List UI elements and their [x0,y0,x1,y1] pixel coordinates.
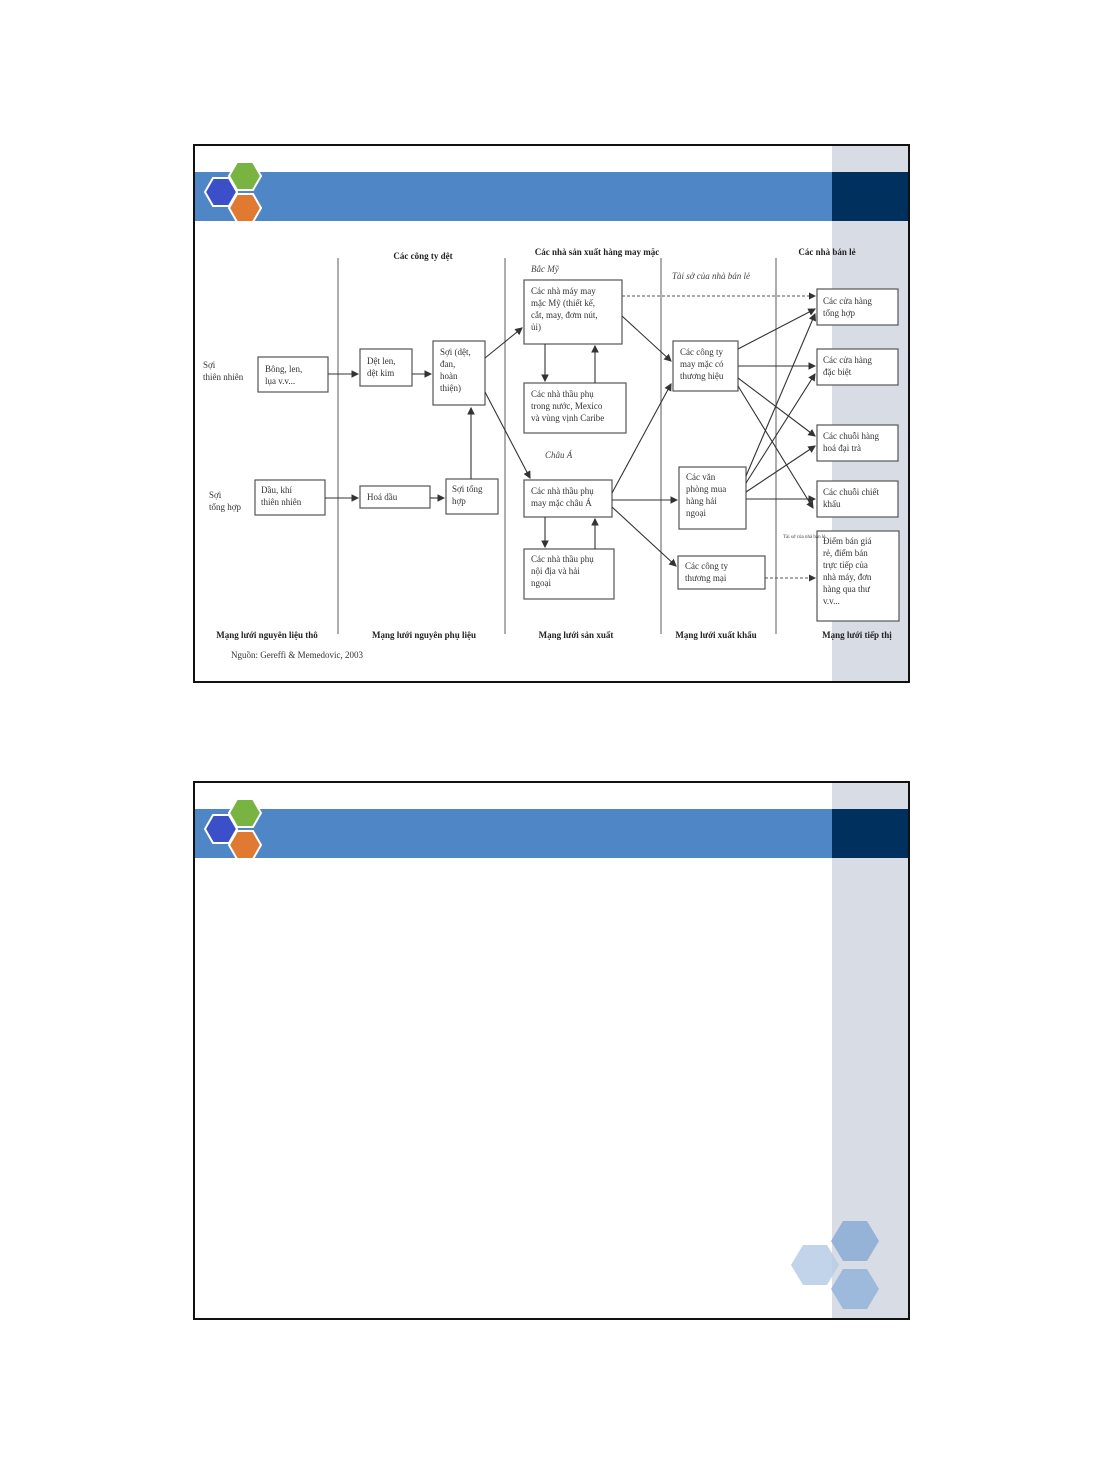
header-garment: Các nhà sản xuất hàng may mặc [535,247,660,257]
hexagon-logo-icon [203,161,263,223]
text-line: thương mại [685,573,727,583]
box-synthetic-yarn: Sợi tổng hợp [445,478,499,515]
text-line: khấu [823,499,841,509]
text-line: nhà máy, đơn [823,572,872,582]
text-line: Dệt len, [367,356,396,366]
arrows [325,292,817,582]
slide-blank [193,781,910,1320]
header-retail: Các nhà bán lẻ [798,247,855,257]
subheader-asia: Châu Á [545,450,573,460]
decorative-hexagons-icon [791,1221,879,1309]
text-line: đan, [440,359,455,369]
footer-components: Mạng lưới nguyên phụ liệu [372,630,476,640]
footer-production: Mạng lưới sản xuất [539,630,614,640]
box-us-factories: Các nhà máy may mặc Mỹ (thiết kế, cắt, m… [523,279,623,345]
text-line: hàng qua thư [823,584,871,594]
annotation-retail-small: Tài sở của nhà bán lẻ [783,535,826,540]
value-chain-diagram: Các công ty dệt Các nhà sản xuất hàng ma… [203,247,900,660]
text-line: trong nước, Mexico [531,401,603,411]
text-line: hoá đại trà [823,443,861,453]
text-line: tổng hợp [209,502,242,512]
footer-export: Mạng lưới xuất khẩu [675,630,756,640]
box-specialty-stores: Các cửa hàng đặc biệt [816,348,899,386]
text-line: Điểm bán giá [823,536,872,546]
text-line: thiên nhiên [203,372,244,382]
text-line: thiên nhiên [261,497,302,507]
box-outlets: Điểm bán giá rẻ, điểm bán trực tiếp của … [816,530,900,622]
subheader-retail-owned: Tài sở của nhà bán lẻ [672,271,750,281]
box-brand-firms: Các công ty may mặc có thương hiệu [672,340,739,392]
box-asia-contractors: Các nhà thầu phụ may mặc châu Á [523,479,613,518]
footer-raw: Mạng lưới nguyên liệu thô [216,630,318,640]
text-line: Các công ty [685,561,728,571]
text-line: ngoại [531,578,551,588]
box-discount-chains: Các chuỗi chiết khấu [816,480,899,518]
text-line: Các nhà máy may [531,286,596,296]
text-line: Sợi [209,490,222,500]
slide-diagram: Các công ty dệt Các nhà sản xuất hàng ma… [193,144,910,683]
box-us-contractors: Các nhà thầu phụ trong nước, Mexico và v… [523,382,627,434]
text-line: hàng hải [686,496,717,506]
text-line: Các nhà thầu phụ [531,486,594,496]
text-line: ủi) [531,322,541,332]
text-line: nội địa và hải [531,566,580,576]
box-oil: Dầu, khí thiên nhiên [254,479,326,516]
text-line: thương hiệu [680,371,724,381]
box-buying-offices: Các văn phòng mua hàng hải ngoại [678,466,747,530]
box-local-contractors: Các nhà thầu phụ nội địa và hải ngoại [523,548,615,600]
text-line: thiện) [440,383,461,393]
text-line: ngoại [686,508,706,518]
text-line: Các công ty [680,347,723,357]
box-yarn: Sợi (dệt, đan, hoàn thiện) [432,340,486,406]
text-line: phòng mua [686,484,726,494]
text-line: mặc Mỹ (thiết kế, [531,298,595,308]
text-line: Các cửa hàng [823,355,872,365]
text-line: Hoá dầu [367,492,398,502]
text-line: Sợi (dệt, [440,347,471,357]
title-bar-accent [832,809,908,858]
header-textile: Các công ty dệt [393,251,452,261]
text-line: Các nhà thầu phụ [531,554,594,564]
text-line: lụa v.v... [265,376,295,386]
text-line: Dầu, khí [261,485,292,495]
row-label-synthetic: Sợi tổng hợp [209,490,242,512]
text-line: Các chuỗi hàng [823,431,879,441]
hexagon-logo-icon [203,798,263,860]
text-line: dệt kim [367,368,394,378]
footer-marketing: Mạng lưới tiếp thị [822,630,892,640]
text-line: cắt, may, đơm nút, [531,310,598,320]
box-cotton: Bông, len, lụa v.v... [257,356,329,393]
text-line: trực tiếp của [823,560,868,570]
text-line: Các cửa hàng [823,296,872,306]
text-line: Các chuỗi chiết [823,487,879,497]
text-line: Sợi tổng [452,484,483,494]
box-mass-merchants: Các chuỗi hàng hoá đại trà [816,424,899,462]
title-bar [195,172,836,221]
box-department-stores: Các cửa hàng tổng hợp [816,288,899,326]
text-line: Các văn [686,472,716,482]
title-bar-accent [832,172,908,221]
text-line: may mặc có [680,359,724,369]
row-label-natural: Sợi thiên nhiên [203,360,244,382]
text-line: Sợi [203,360,216,370]
text-line: hoàn [440,371,458,381]
text-line: đặc biệt [823,367,852,377]
text-line: tổng hợp [823,308,856,318]
box-trading-firms: Các công ty thương mại [677,555,766,590]
text-line: may mặc châu Á [531,498,592,508]
box-petrochemicals: Hoá dầu [359,485,431,509]
text-line: hợp [452,496,466,506]
subheader-us: Bắc Mỹ [531,264,560,274]
source-caption: Nguồn: Gereffi & Memedovic, 2003 [231,650,364,660]
text-line: v.v... [823,596,840,606]
title-bar [195,809,836,858]
text-line: Bông, len, [265,364,302,374]
box-weaving: Dệt len, dệt kim [359,348,413,387]
text-line: rẻ, điểm bán [823,548,868,558]
text-line: Các nhà thầu phụ [531,389,594,399]
text-line: và vùng vịnh Caribe [531,413,604,423]
